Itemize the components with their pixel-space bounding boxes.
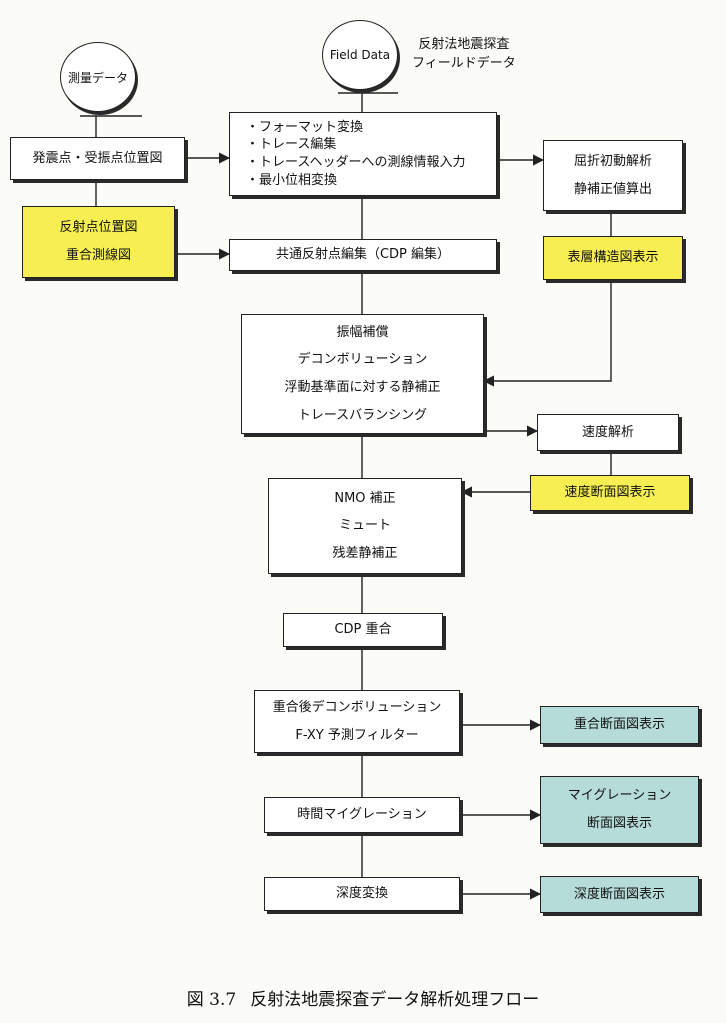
reflection-map-line-2: 重合測線図	[65, 248, 131, 263]
survey-data-label: 測量データ	[67, 70, 128, 85]
nmo-line-3: 残差静補正	[332, 545, 398, 561]
velocity-section-label: 速度断面図表示	[564, 485, 656, 501]
amplitude-line-4: トレースバランシング	[297, 407, 428, 423]
velocity-section-box: 速度断面図表示	[530, 475, 690, 511]
velocity-analysis-box: 速度解析	[537, 414, 679, 451]
field-data-label: Field Data	[329, 48, 391, 62]
surface-structure-label: 表層構造図表示	[567, 250, 659, 266]
nmo-box: NMO 補正 ミュート 残差静補正	[268, 478, 462, 574]
cdp-edit-box: 共通反射点編集（CDP 編集）	[229, 239, 497, 271]
field-note-line-2: フィールドデータ	[412, 55, 516, 71]
survey-data-circle: 測量データ	[60, 42, 136, 112]
depth-conversion-label: 深度変換	[335, 886, 388, 902]
cdp-edit-label: 共通反射点編集（CDP 編集）	[275, 247, 451, 263]
field-data-circle: Field Data	[322, 20, 398, 90]
format-line-4: ・最小位相変換	[246, 172, 338, 188]
post-stack-line-1: 重合後デコンボリューション	[272, 699, 442, 715]
format-line-1: ・フォーマット変換	[246, 119, 364, 135]
nmo-line-1: NMO 補正	[334, 490, 396, 506]
migration-section-line-2: 断面図表示	[586, 816, 652, 831]
link-surface-amplitude	[482, 280, 612, 387]
cdp-stack-box: CDP 重合	[283, 613, 443, 647]
format-line-2: ・トレース編集	[246, 137, 337, 153]
amplitude-line-2: デコンボリューション	[297, 352, 428, 368]
post-stack-box: 重合後デコンボリューション F-XY 予測フィルター	[254, 690, 460, 753]
depth-conversion-box: 深度変換	[264, 877, 460, 911]
shot-receiver-box: 発震点・受振点位置図	[10, 137, 185, 180]
velocity-analysis-label: 速度解析	[581, 424, 634, 440]
stack-section-box: 重合断面図表示	[540, 706, 699, 744]
depth-section-label: 深度断面図表示	[573, 886, 665, 902]
refraction-line-2: 静補正値算出	[573, 181, 652, 197]
field-note-line-1: 反射法地震探査	[418, 37, 510, 52]
amplitude-line-1: 振幅補償	[336, 324, 389, 340]
reflection-map-box: 反射点位置図 重合測線図	[22, 206, 175, 278]
refraction-line-1: 屈折初動解析	[573, 153, 652, 169]
stack-section-label: 重合断面図表示	[573, 717, 665, 733]
reflection-map-line-1: 反射点位置図	[59, 220, 138, 236]
time-migration-box: 時間マイグレーション	[264, 797, 460, 833]
figure-title: 反射法地震探査データ解析処理フロー	[250, 990, 540, 1010]
post-stack-line-2: F-XY 予測フィルター	[295, 727, 419, 743]
figure-number: 図 3.7	[186, 990, 237, 1010]
time-migration-label: 時間マイグレーション	[297, 807, 427, 823]
figure-caption: 図 3.7 反射法地震探査データ解析処理フロー	[0, 985, 726, 1010]
shot-receiver-label: 発震点・受振点位置図	[32, 150, 163, 166]
cdp-stack-label: CDP 重合	[334, 622, 392, 638]
format-box: ・フォーマット変換 ・トレース編集 ・トレースヘッダーへの測線情報入力 ・最小位…	[229, 112, 497, 196]
amplitude-box: 振幅補償 デコンボリューション 浮動基準面に対する静補正 トレースバランシング	[241, 314, 484, 434]
depth-section-box: 深度断面図表示	[540, 876, 699, 913]
surface-structure-box: 表層構造図表示	[543, 236, 683, 280]
amplitude-line-3: 浮動基準面に対する静補正	[284, 380, 441, 395]
field-data-note: 反射法地震探査 フィールドデータ	[412, 36, 516, 74]
nmo-line-2: ミュート	[338, 518, 391, 534]
migration-section-line-1: マイグレーション	[567, 788, 672, 804]
migration-section-box: マイグレーション 断面図表示	[540, 776, 699, 844]
refraction-box: 屈折初動解析 静補正値算出	[543, 140, 683, 211]
format-line-3: ・トレースヘッダーへの測線情報入力	[246, 155, 466, 170]
